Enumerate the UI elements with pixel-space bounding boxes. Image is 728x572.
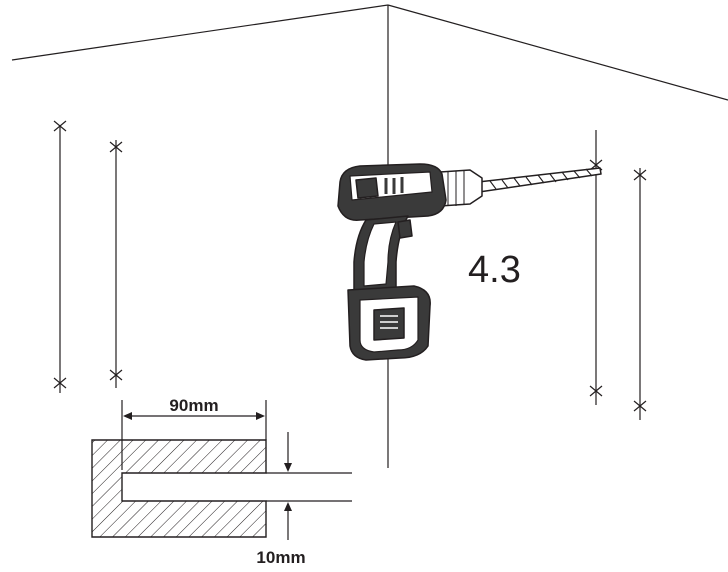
drill-size-label: 4.3 — [468, 249, 521, 291]
cordless-drill-icon — [337, 163, 602, 361]
marking-line-2 — [109, 140, 123, 388]
ceiling-edge-left — [11, 4, 389, 61]
width-dimension — [121, 400, 267, 470]
drill-bit — [477, 167, 602, 193]
marking-lines — [53, 120, 647, 420]
bracket-cross-section: 90mm 10mm — [91, 396, 352, 567]
hatched-profile — [91, 439, 267, 538]
marking-line-4 — [633, 168, 647, 420]
depth-dimension — [284, 432, 292, 540]
ceiling-edge-right — [387, 4, 728, 101]
drill-trigger — [397, 219, 413, 239]
marking-line-1 — [53, 120, 67, 393]
width-dimension-label: 90mm — [169, 396, 218, 415]
depth-dimension-label: 10mm — [256, 548, 305, 567]
